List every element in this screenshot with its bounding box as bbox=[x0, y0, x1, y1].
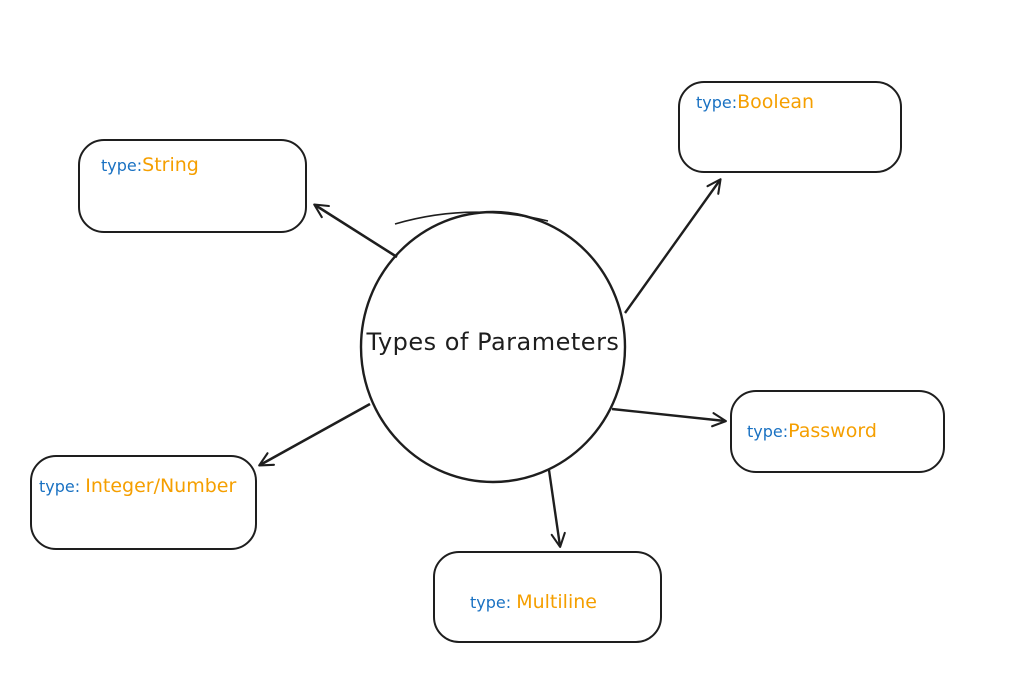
arrow-center-to-string[interactable] bbox=[313, 203, 398, 259]
arrow-center-to-password[interactable] bbox=[611, 407, 727, 428]
arrow-center-to-boolean[interactable] bbox=[624, 178, 722, 314]
arrow-center-to-multiline[interactable] bbox=[547, 469, 566, 548]
node-integer-type-prefix: type: bbox=[39, 477, 86, 496]
node-boolean-type-prefix: type: bbox=[696, 93, 738, 112]
node-string-label: type: String bbox=[80, 141, 305, 177]
node-boolean-label: type: Boolean bbox=[680, 83, 900, 114]
node-password[interactable]: type: Password bbox=[730, 390, 945, 473]
node-password-type-value: Password bbox=[788, 420, 877, 442]
node-password-label: type: Password bbox=[732, 392, 943, 443]
node-string-type-value: String bbox=[142, 154, 199, 176]
center-label: Types of Parameters bbox=[366, 328, 620, 356]
node-boolean-type-value: Boolean bbox=[737, 91, 815, 113]
node-multiline-type-prefix: type: bbox=[470, 593, 517, 612]
node-integer[interactable]: type: Integer/Number bbox=[30, 455, 257, 550]
node-string[interactable]: type: String bbox=[78, 139, 307, 233]
node-boolean[interactable]: type: Boolean bbox=[678, 81, 902, 173]
node-multiline-type-value: Multiline bbox=[516, 591, 597, 613]
node-multiline-label: type: Multiline bbox=[435, 553, 660, 614]
node-string-type-prefix: type: bbox=[101, 156, 143, 175]
node-integer-label: type: Integer/Number bbox=[32, 457, 255, 498]
node-password-type-prefix: type: bbox=[747, 422, 789, 441]
arrow-center-to-integer[interactable] bbox=[258, 402, 371, 467]
node-multiline[interactable]: type: Multiline bbox=[433, 551, 662, 643]
node-integer-type-value: Integer/Number bbox=[85, 475, 237, 497]
center-circle-sketch-stroke bbox=[394, 211, 549, 225]
